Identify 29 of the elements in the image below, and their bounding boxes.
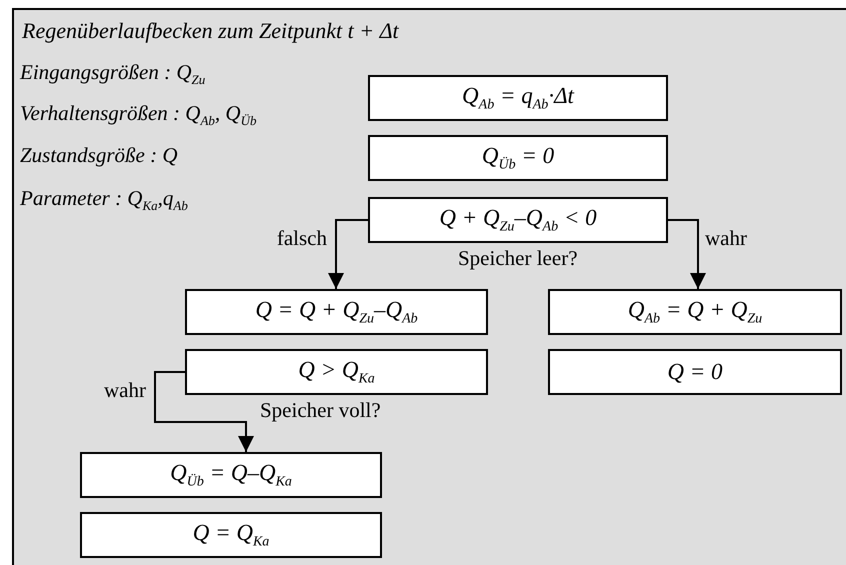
panel-heading: Regenüberlaufbecken zum Zeitpunkt t + Δt: [22, 18, 399, 44]
question-text: Speicher leer?: [458, 246, 578, 271]
process-box: [368, 197, 668, 243]
formula: Q + Q$_{Zu}$–Q$_{Ab}$ < 0: [439, 204, 597, 236]
question-text: Speicher voll?: [260, 398, 381, 423]
formula: Q$_{Üb}$ = 0: [482, 142, 554, 174]
arrow: [154, 371, 254, 452]
definition-text: Verhaltensgrößen : Q$_{Ab}$, Q$_{Üb}$: [20, 101, 256, 130]
formula: Q > Q$_{Ka}$: [298, 356, 375, 388]
arrow: [668, 219, 706, 289]
formula: Q$_{Ab}$ = Q + Q$_{Zu}$: [628, 296, 762, 328]
definition-text: Eingangsgrößen : Q$_{Zu}$: [20, 60, 206, 88]
definition-text: Parameter : Q$_{Ka}$,q$_{Ab}$: [20, 186, 188, 214]
definition-text: Zustandsgröße : Q: [20, 143, 178, 168]
formula: Q = 0: [667, 359, 723, 385]
process-box: [368, 75, 668, 121]
process-box: [185, 349, 488, 395]
process-box: [185, 289, 488, 335]
process-box: [548, 289, 842, 335]
formula: Q$_{Üb}$ = Q–Q$_{Ka}$: [170, 460, 292, 490]
formula: Q = Q$_{Ka}$: [192, 520, 270, 550]
process-box: [80, 452, 382, 498]
arrow: [328, 219, 368, 289]
panel-background: [12, 8, 846, 565]
formula: Q = Q + Q$_{Zu}$–Q$_{Ab}$: [255, 296, 418, 328]
process-box: [80, 512, 382, 558]
formula: Q$_{Ab}$ = q$_{Ab}$·Δt: [462, 82, 574, 114]
process-box: [548, 349, 842, 395]
process-box: [368, 135, 668, 181]
